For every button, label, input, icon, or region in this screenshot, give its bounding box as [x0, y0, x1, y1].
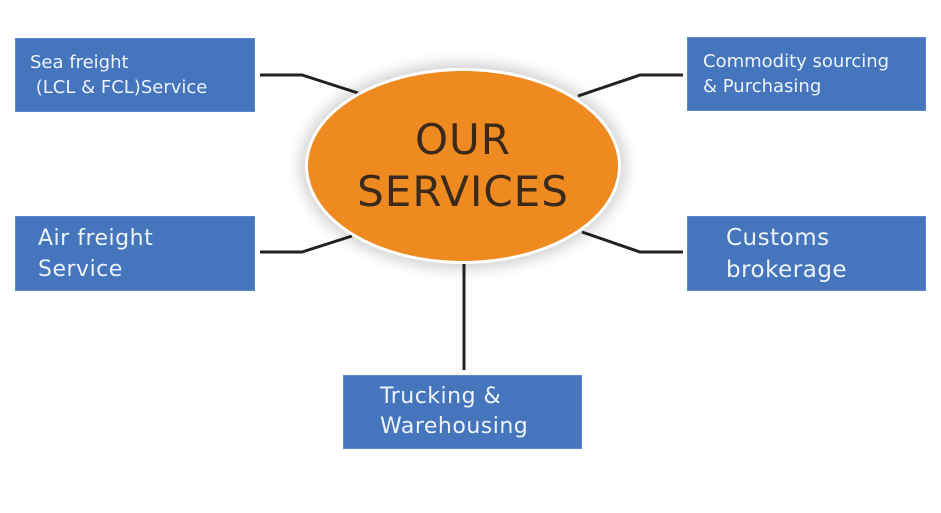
- service-label-line: Warehousing: [380, 414, 529, 439]
- service-label-line: Trucking &: [380, 384, 502, 409]
- service-label-line: (LCL & FCL)Service: [30, 77, 208, 98]
- connector-air: [260, 234, 353, 254]
- service-box-air-freight: Air freight Service: [15, 216, 255, 291]
- service-label-line: Sea freight: [30, 52, 129, 73]
- connector-customs: [581, 230, 683, 254]
- service-label-line: Air freight: [38, 225, 154, 251]
- hub-title-line: SERVICES: [357, 167, 569, 216]
- service-box-trucking-warehousing: Trucking & Warehousing: [343, 375, 582, 449]
- hub-ellipse: OUR SERVICES: [305, 68, 621, 264]
- hub-title: OUR SERVICES: [305, 68, 621, 264]
- connector-commodity: [577, 73, 683, 98]
- service-box-commodity-sourcing: Commodity sourcing & Purchasing: [687, 37, 926, 111]
- service-box-sea-freight: Sea freight (LCL & FCL)Service: [15, 38, 255, 112]
- service-label-line: brokerage: [726, 256, 848, 283]
- hub-shape: [305, 68, 621, 264]
- hub-title-line: OUR: [415, 115, 511, 164]
- service-label-line: Commodity sourcing: [703, 51, 890, 72]
- service-label-line: & Purchasing: [703, 76, 822, 97]
- service-label-line: Customs: [726, 224, 830, 251]
- service-box-customs-brokerage: Customs brokerage: [687, 216, 926, 291]
- service-label-line: Service: [38, 256, 123, 282]
- connector-sea: [260, 73, 359, 95]
